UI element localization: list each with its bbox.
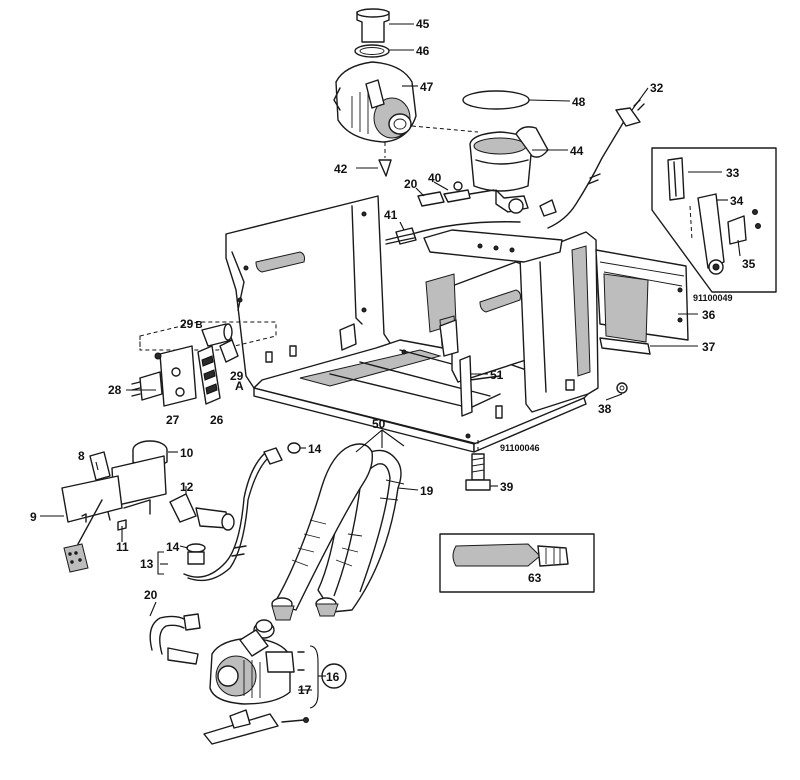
label-42: 42	[334, 162, 348, 176]
label-8: 8	[78, 449, 85, 463]
inlet-valve-group	[385, 181, 521, 245]
leader-lines	[40, 23, 698, 709]
label-34: 34	[730, 194, 744, 208]
label-47: 47	[420, 80, 434, 94]
air-trap-hose-group	[169, 442, 301, 582]
label-63: 63	[528, 571, 542, 585]
tool-detail-box	[439, 533, 595, 593]
label-29a: 29	[230, 369, 244, 383]
callout-circle-16	[321, 663, 347, 689]
sump-group	[462, 90, 557, 217]
inset-reference-number: 91100049	[693, 293, 733, 303]
label-28: 28	[108, 383, 122, 397]
drain-hose-assembly	[253, 443, 405, 639]
label-20-lower: 20	[144, 588, 158, 602]
part-labels: 45 46 47 48 32 44 42 20 40 41 33 34 35 9…	[30, 17, 756, 697]
label-13: 13	[140, 557, 154, 571]
pressure-switch-group	[61, 440, 168, 573]
label-45: 45	[416, 17, 430, 31]
circulation-pump-group	[333, 8, 479, 177]
label-41: 41	[384, 208, 398, 222]
label-9: 9	[30, 510, 37, 524]
label-51: 51	[490, 368, 504, 382]
label-32: 32	[650, 81, 664, 95]
label-17: 17	[298, 683, 312, 697]
label-37: 37	[702, 340, 716, 354]
label-26: 26	[210, 413, 224, 427]
label-14-lower: 14	[166, 540, 180, 554]
label-50: 50	[372, 417, 386, 431]
side-panels	[595, 249, 689, 394]
screw	[465, 440, 491, 491]
label-16: 16	[326, 670, 340, 684]
label-36: 36	[702, 308, 716, 322]
drain-pump-group	[149, 613, 309, 745]
label-40: 40	[428, 171, 442, 185]
label-48: 48	[572, 95, 586, 109]
base-frame	[225, 195, 599, 453]
label-19: 19	[420, 484, 434, 498]
label-46: 46	[416, 44, 430, 58]
label-29a-suffix: A	[235, 379, 244, 393]
label-44: 44	[570, 144, 584, 158]
inset-detail-box	[651, 147, 777, 293]
label-35: 35	[742, 257, 756, 271]
main-reference-number: 91100046	[500, 443, 540, 453]
label-27: 27	[166, 413, 180, 427]
label-14-upper: 14	[308, 442, 322, 456]
label-12: 12	[180, 480, 194, 494]
label-38: 38	[598, 402, 612, 416]
label-39: 39	[500, 480, 514, 494]
label-10: 10	[180, 446, 194, 460]
label-20-upper: 20	[404, 177, 418, 191]
mains-cable	[547, 99, 645, 229]
control-components	[131, 321, 277, 407]
label-33: 33	[726, 166, 740, 180]
label-11: 11	[116, 540, 129, 554]
